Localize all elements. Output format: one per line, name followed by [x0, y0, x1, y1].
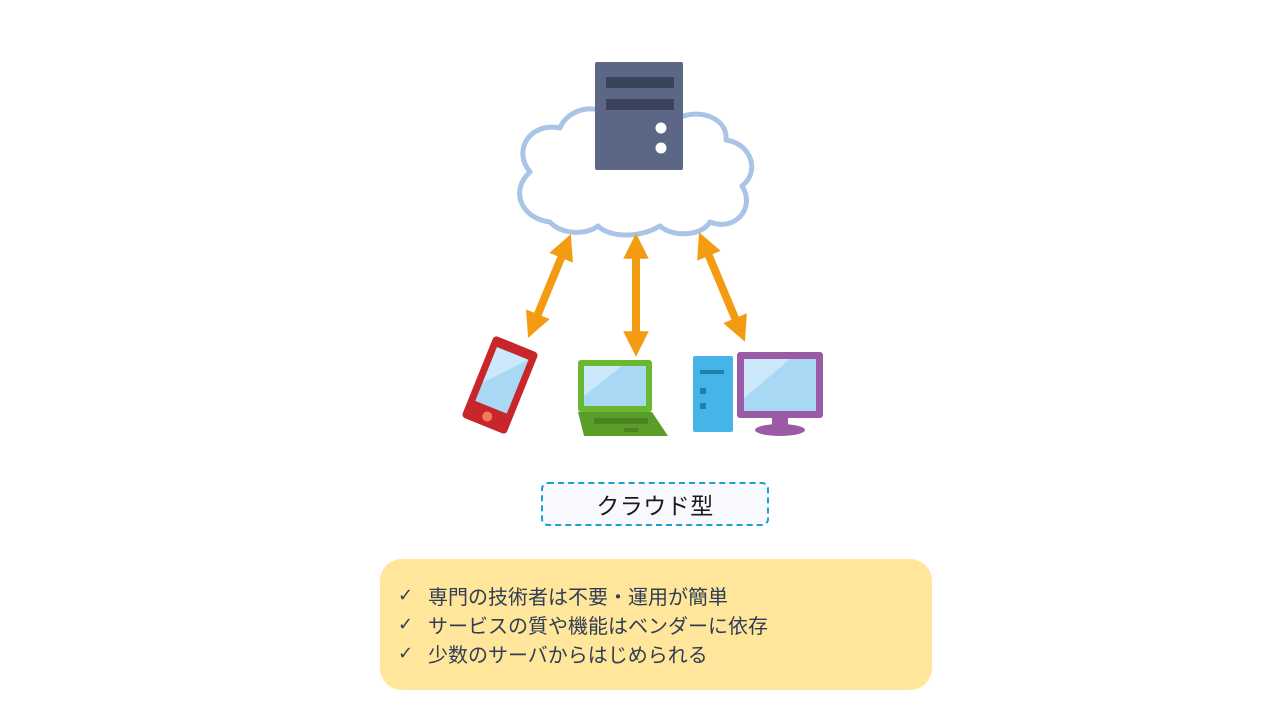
check-icon: ✓ — [398, 585, 414, 606]
list-item: ✓ 専門の技術者は不要・運用が簡単 — [398, 581, 932, 610]
feature-text: 少数のサーバからはじめられる — [428, 643, 708, 667]
smartphone-icon — [462, 336, 538, 434]
desktop-pc-icon — [693, 352, 823, 436]
feature-text: サービスの質や機能はベンダーに依存 — [428, 614, 768, 638]
server-icon — [595, 62, 683, 170]
list-item: ✓ 少数のサーバからはじめられる — [398, 639, 932, 668]
check-icon: ✓ — [398, 614, 414, 635]
check-icon: ✓ — [398, 643, 414, 664]
architecture-type-text: クラウド型 — [596, 494, 714, 520]
feature-summary-box: ✓ 専門の技術者は不要・運用が簡単 ✓ サービスの質や機能はベンダーに依存 ✓ … — [380, 559, 932, 690]
arrow-desktop-cloud — [697, 232, 747, 342]
feature-text: 専門の技術者は不要・運用が簡単 — [428, 585, 728, 609]
feature-list: ✓ 専門の技術者は不要・運用が簡単 ✓ サービスの質や機能はベンダーに依存 ✓ … — [398, 581, 932, 668]
laptop-icon — [578, 360, 668, 436]
list-item: ✓ サービスの質や機能はベンダーに依存 — [398, 610, 932, 639]
connection-arrows — [526, 232, 747, 357]
architecture-type-label: クラウド型 — [541, 482, 769, 526]
arrow-phone-cloud — [526, 234, 573, 338]
